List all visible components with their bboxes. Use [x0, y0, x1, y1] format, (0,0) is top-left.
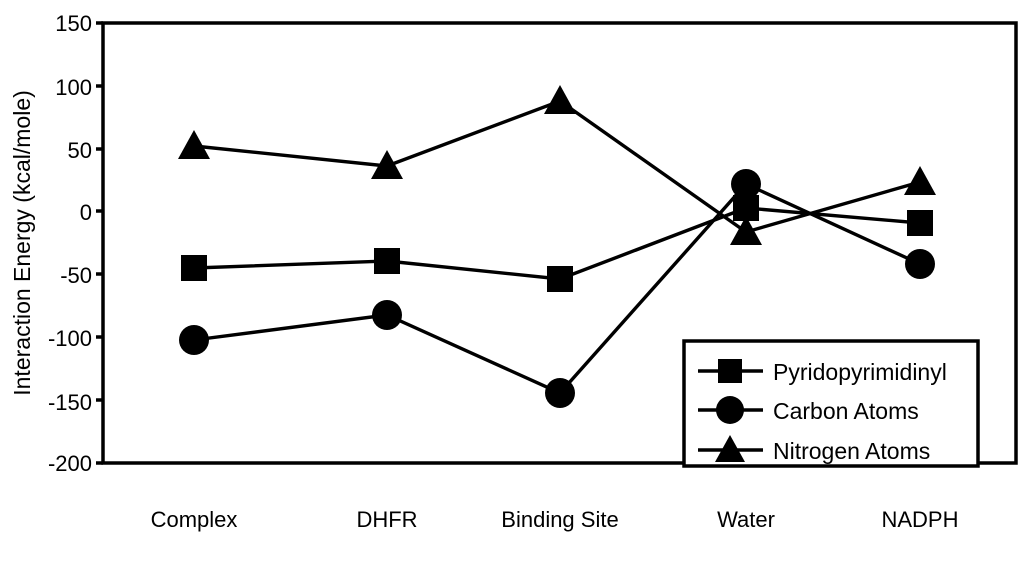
plot-frame — [101, 21, 1018, 465]
x-tick-label: NADPH — [881, 507, 958, 532]
legend-entry-nitrogen-atoms: Nitrogen Atoms — [698, 435, 930, 464]
series-carbon-atoms — [179, 169, 935, 408]
legend-entry-pyridopyrimidinyl: Pyridopyrimidinyl — [698, 359, 947, 385]
legend-marker-square — [718, 359, 742, 383]
x-tick-label: DHFR — [356, 507, 417, 532]
y-tick-label: 50 — [68, 138, 92, 163]
x-tick-label: Complex — [151, 507, 238, 532]
marker-circle — [372, 300, 402, 330]
y-tick-labels: 150 100 50 0 -50 -100 -150 -200 — [48, 11, 92, 476]
chart-legend: Pyridopyrimidinyl Carbon Atoms Nitrogen … — [682, 339, 980, 468]
marker-square — [733, 195, 759, 221]
marker-triangle — [904, 166, 936, 195]
marker-square — [181, 255, 207, 281]
y-tick-label: -200 — [48, 451, 92, 476]
y-tick-label: 150 — [55, 11, 92, 36]
y-tick-label: -100 — [48, 326, 92, 351]
legend-marker-triangle — [715, 435, 745, 462]
legend-marker-circle — [716, 396, 744, 424]
marker-triangle — [178, 130, 210, 159]
marker-square — [374, 248, 400, 274]
y-tick-marks — [96, 21, 103, 465]
marker-square — [547, 266, 573, 292]
y-axis-title: Interaction Energy (kcal/mole) — [9, 90, 35, 396]
y-tick-label: -150 — [48, 390, 92, 415]
marker-triangle — [371, 150, 403, 179]
legend-label: Carbon Atoms — [773, 398, 919, 424]
series-pyridopyrimidinyl — [181, 195, 933, 292]
marker-circle — [179, 325, 209, 355]
marker-triangle — [544, 85, 576, 114]
marker-square — [907, 210, 933, 236]
y-tick-label: -50 — [60, 263, 92, 288]
marker-circle — [545, 378, 575, 408]
marker-circle — [731, 169, 761, 199]
y-tick-label: 100 — [55, 75, 92, 100]
series-nitrogen-atoms — [178, 85, 936, 245]
legend-label: Nitrogen Atoms — [773, 438, 930, 464]
legend-label: Pyridopyrimidinyl — [773, 359, 947, 385]
x-tick-labels: Complex DHFR Binding Site Water NADPH — [151, 507, 959, 532]
marker-triangle — [730, 216, 762, 245]
legend-entry-carbon-atoms: Carbon Atoms — [698, 396, 919, 424]
x-tick-label: Binding Site — [501, 507, 618, 532]
y-tick-label: 0 — [80, 200, 92, 225]
marker-circle — [905, 249, 935, 279]
x-tick-label: Water — [717, 507, 775, 532]
